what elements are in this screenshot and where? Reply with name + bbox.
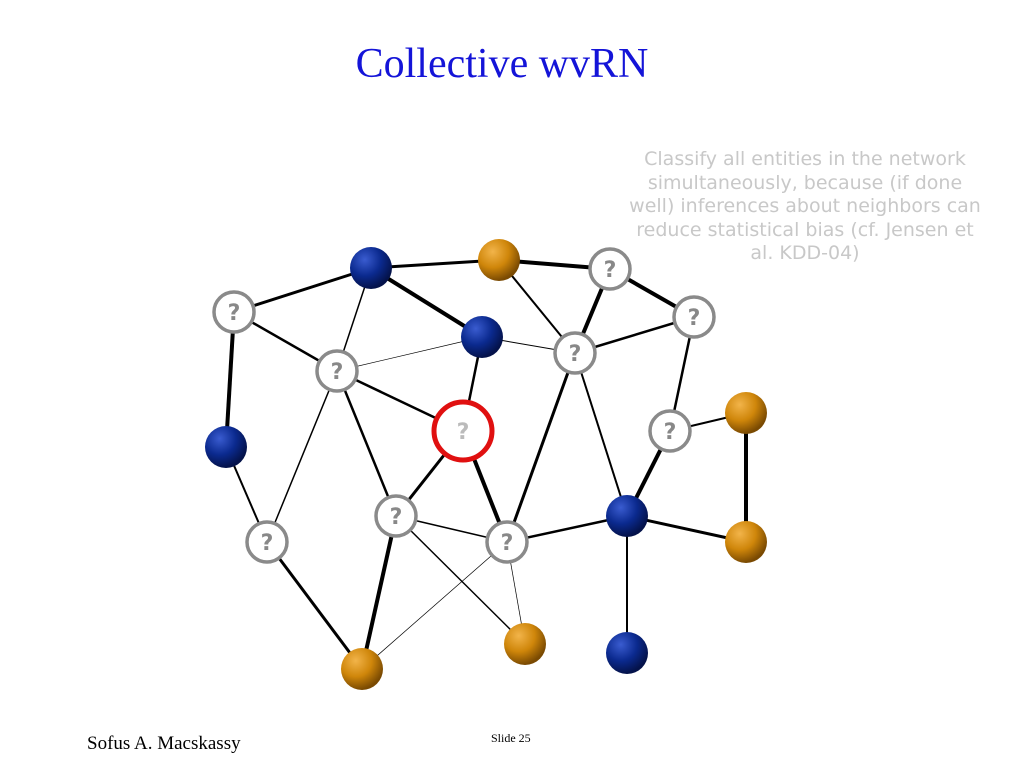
unknown-node: ? <box>648 409 692 453</box>
graph-edge <box>360 515 398 670</box>
blue-node <box>461 316 503 358</box>
blue-node <box>350 247 392 289</box>
unknown-node: ? <box>485 520 529 564</box>
unknown-node: ? <box>315 349 359 393</box>
unknown-label: ? <box>664 420 677 445</box>
graph-edge <box>361 541 508 670</box>
slide-title: Collective wvRN <box>355 41 649 87</box>
graph-nodes: ?????????? <box>205 239 767 690</box>
unknown-label: ? <box>688 306 701 331</box>
slide-description: Classify all entities in the network sim… <box>629 148 981 264</box>
graph-edge <box>266 370 338 543</box>
unknown-node: ? <box>245 520 289 564</box>
unknown-label: ? <box>261 531 274 556</box>
orange-node <box>341 648 383 690</box>
orange-node <box>725 392 767 434</box>
graph-edge <box>370 258 500 270</box>
focus-unknown-node: ? <box>431 399 495 463</box>
unknown-node: ? <box>588 247 632 291</box>
graph-edge <box>224 311 236 448</box>
unknown-label: ? <box>228 301 241 326</box>
graph-edge <box>395 515 526 645</box>
graph-edge <box>336 336 483 372</box>
unknown-node: ? <box>374 494 418 538</box>
graph-edge <box>574 352 628 517</box>
graph-edge <box>335 370 398 517</box>
graph-edge <box>233 266 372 314</box>
unknown-label: ? <box>331 360 344 385</box>
unknown-label: ? <box>604 258 617 283</box>
orange-node <box>725 521 767 563</box>
unknown-label: ? <box>390 505 403 530</box>
orange-node <box>478 239 520 281</box>
unknown-label: ? <box>501 531 514 556</box>
unknown-label: ? <box>569 342 582 367</box>
unknown-node: ? <box>672 295 716 339</box>
graph-edge <box>369 266 484 339</box>
blue-node <box>606 495 648 537</box>
graph-edge <box>505 352 577 543</box>
unknown-node: ? <box>212 290 256 334</box>
blue-node <box>606 632 648 674</box>
orange-node <box>504 623 546 665</box>
slide-number: Slide 25 <box>491 731 531 745</box>
author-name: Sofus A. Macskassy <box>87 733 241 754</box>
graph-edge <box>265 541 364 670</box>
blue-node <box>205 426 247 468</box>
unknown-node: ? <box>553 331 597 375</box>
unknown-label: ? <box>457 420 470 445</box>
